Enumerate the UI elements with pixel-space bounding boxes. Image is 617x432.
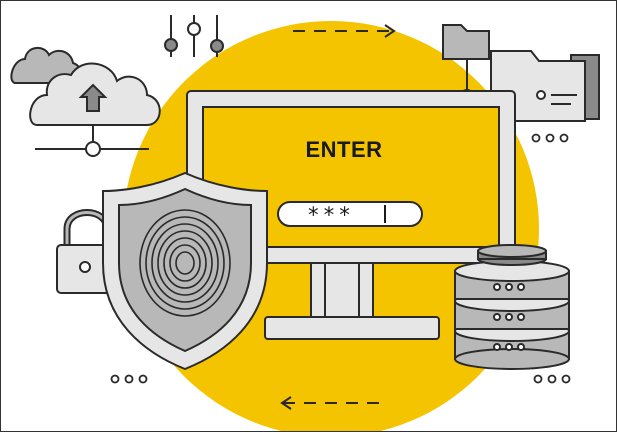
password-field[interactable]: *** (277, 201, 423, 227)
arrow-right-icon (293, 24, 396, 38)
sliders-icon (164, 15, 224, 57)
server-stack-icon (454, 244, 570, 370)
fingerprint-shield-icon (102, 171, 268, 371)
arrow-left-icon (280, 396, 387, 410)
cloud-upload-icon (29, 62, 161, 157)
enter-prompt-label: ENTER (305, 137, 383, 162)
text-caret (384, 205, 386, 223)
password-mask-text: *** (307, 203, 354, 227)
dots-icon (110, 133, 571, 384)
